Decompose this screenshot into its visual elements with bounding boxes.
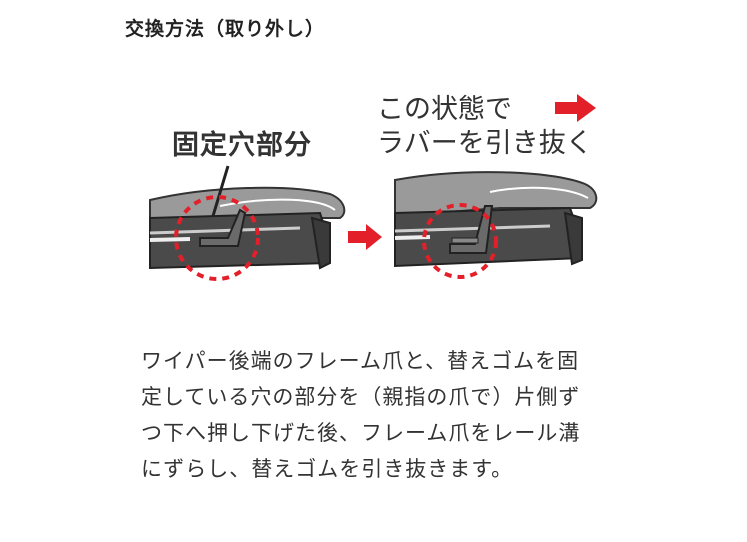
section-title: 交換方法（取り外し） xyxy=(125,18,326,40)
right-wiper-part xyxy=(394,171,598,279)
removal-illustration: 固定穴部分 この状態で ラバーを引き抜く xyxy=(130,88,610,308)
wiper-diagram xyxy=(149,94,598,281)
instruction-line-1: この状態で xyxy=(377,94,512,125)
description-text: ワイパー後端のフレーム爪と、替えゴムを固 定している穴の部分を（親指の爪で）片側… xyxy=(141,343,621,487)
top-right-arrow-icon xyxy=(555,94,596,122)
left-wiper-part xyxy=(149,165,346,281)
description-line: ワイパー後端のフレーム爪と、替えゴムを固 xyxy=(141,349,580,373)
right-arrow-icon xyxy=(348,224,382,250)
pointer-line xyxy=(211,165,230,217)
description-line: にずらし、替えゴムを引き抜きます。 xyxy=(141,457,514,481)
dotted-circle-marker xyxy=(174,195,260,281)
instruction-line-2: ラバーを引き抜く xyxy=(377,128,593,159)
description-line: 定している穴の部分を（親指の爪で）片側ず xyxy=(141,385,581,409)
description-line: つ下へ押し下げた後、フレーム爪をレール溝 xyxy=(141,421,581,445)
fixed-hole-label: 固定穴部分 xyxy=(172,130,312,161)
instruction-label: この状態で ラバーを引き抜く xyxy=(377,93,593,161)
